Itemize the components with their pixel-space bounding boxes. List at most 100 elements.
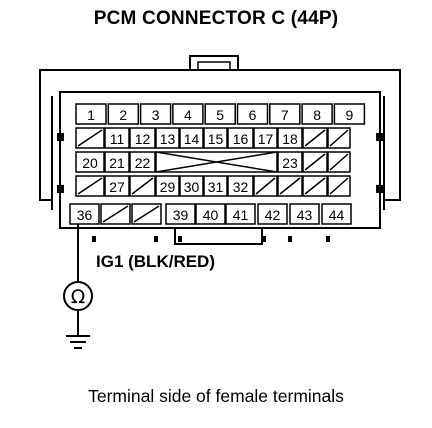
terminal-cell: 41: [225, 203, 256, 225]
terminal-cell: [253, 175, 278, 197]
diagram-caption: Terminal side of female terminals: [88, 386, 344, 406]
terminal-cell: 36: [69, 203, 100, 225]
terminal-cell: 3: [139, 103, 172, 125]
unused-terminal-slash: [102, 205, 129, 223]
terminal-number: 36: [77, 207, 93, 223]
unused-terminal-slash: [329, 129, 349, 147]
terminal-cell: 43: [289, 203, 320, 225]
terminal-cell: [75, 127, 105, 149]
terminal-number: 6: [249, 107, 257, 123]
terminal-cell: 22: [129, 151, 156, 173]
terminal-number: 31: [208, 179, 224, 195]
terminal-number: 18: [282, 131, 298, 147]
terminal-cell: 40: [195, 203, 226, 225]
terminal-number: 22: [135, 155, 151, 171]
terminal-number: 42: [265, 207, 281, 223]
terminal-number: 21: [109, 155, 125, 171]
housing-tick: [154, 236, 158, 242]
ground-icon: [66, 335, 90, 349]
terminal-number: 13: [160, 131, 176, 147]
unused-terminal-slash: [279, 177, 301, 195]
terminal-cell: 17: [253, 127, 278, 149]
unused-terminal-slash: [304, 153, 326, 171]
terminal-number: 14: [184, 131, 200, 147]
terminal-cell: 9: [333, 103, 366, 125]
terminal-cell: 39: [165, 203, 196, 225]
terminal-cell: [131, 203, 162, 225]
terminal-number: 12: [135, 131, 151, 147]
unused-terminal-slash: [133, 205, 160, 223]
terminal-cell: [277, 175, 303, 197]
wire-label: IG1 (BLK/RED): [96, 252, 215, 271]
terminal-cell: [302, 127, 328, 149]
terminal-number: 32: [233, 179, 249, 195]
terminal-cell: 14: [179, 127, 204, 149]
blocked-terminal-area: [155, 151, 278, 173]
terminal-cell: 1: [75, 103, 107, 125]
unused-terminal-slash: [329, 153, 349, 171]
terminal-cell: 42: [257, 203, 288, 225]
terminal-number: 20: [82, 155, 98, 171]
terminal-cell: 6: [236, 103, 269, 125]
terminal-cell: 16: [227, 127, 254, 149]
terminal-number: 5: [216, 107, 224, 123]
terminal-cell: 27: [104, 175, 130, 197]
terminal-cell: 7: [269, 103, 301, 125]
terminal-cell: 11: [104, 127, 130, 149]
terminal-cell: [327, 151, 351, 173]
housing-tick: [326, 236, 330, 242]
terminal-number: 2: [119, 107, 127, 123]
terminal-number: 16: [233, 131, 249, 147]
terminal-cell: [129, 175, 156, 197]
terminal-cell: 30: [179, 175, 204, 197]
terminal-number: 9: [346, 107, 354, 123]
unused-terminal-slash: [329, 177, 349, 195]
terminal-cell: 20: [75, 151, 105, 173]
terminal-cell: 15: [203, 127, 228, 149]
terminal-cell: 44: [321, 203, 352, 225]
unused-terminal-slash: [304, 177, 326, 195]
meter-wire: Ω: [63, 224, 93, 349]
terminal-number: 27: [109, 179, 125, 195]
housing-tick: [92, 236, 96, 242]
terminal-cell: [327, 175, 351, 197]
terminal-number: 29: [160, 179, 176, 195]
housing-tick: [178, 236, 182, 242]
terminal-number: 41: [233, 207, 249, 223]
terminal-cell: 12: [129, 127, 156, 149]
unused-terminal-slash: [77, 129, 103, 147]
terminal-number: 1: [87, 107, 95, 123]
unused-terminal-slash: [255, 177, 276, 195]
unused-terminal-slash: [77, 177, 103, 195]
terminal-cell: 32: [227, 175, 254, 197]
terminal-cell: [302, 151, 328, 173]
terminal-number: 43: [297, 207, 313, 223]
terminal-number: 30: [184, 179, 200, 195]
terminal-number: 3: [152, 107, 160, 123]
terminal-cell: 21: [104, 151, 130, 173]
terminal-number: 23: [282, 155, 298, 171]
terminal-cell: [302, 175, 328, 197]
terminal-cell: 18: [277, 127, 303, 149]
housing-tick: [262, 236, 266, 242]
terminal-number: 40: [203, 207, 219, 223]
terminal-number: 11: [110, 131, 125, 147]
terminal-number: 44: [329, 207, 345, 223]
terminal-cell: [75, 175, 105, 197]
housing-tick: [288, 236, 292, 242]
terminal-cell: 13: [155, 127, 180, 149]
ohm-symbol: Ω: [71, 286, 86, 308]
terminal-cell: [327, 127, 351, 149]
terminal-cell: 4: [172, 103, 204, 125]
unused-terminal-slash: [131, 177, 154, 195]
terminal-cell: 31: [203, 175, 228, 197]
terminal-cell: 2: [107, 103, 140, 125]
unused-terminal-slash: [304, 129, 326, 147]
terminal-cell: 23: [277, 151, 303, 173]
diagram-title: PCM CONNECTOR C (44P): [93, 8, 339, 29]
terminal-number: 4: [184, 107, 192, 123]
terminal-cell: [100, 203, 131, 225]
terminal-number: 39: [173, 207, 189, 223]
